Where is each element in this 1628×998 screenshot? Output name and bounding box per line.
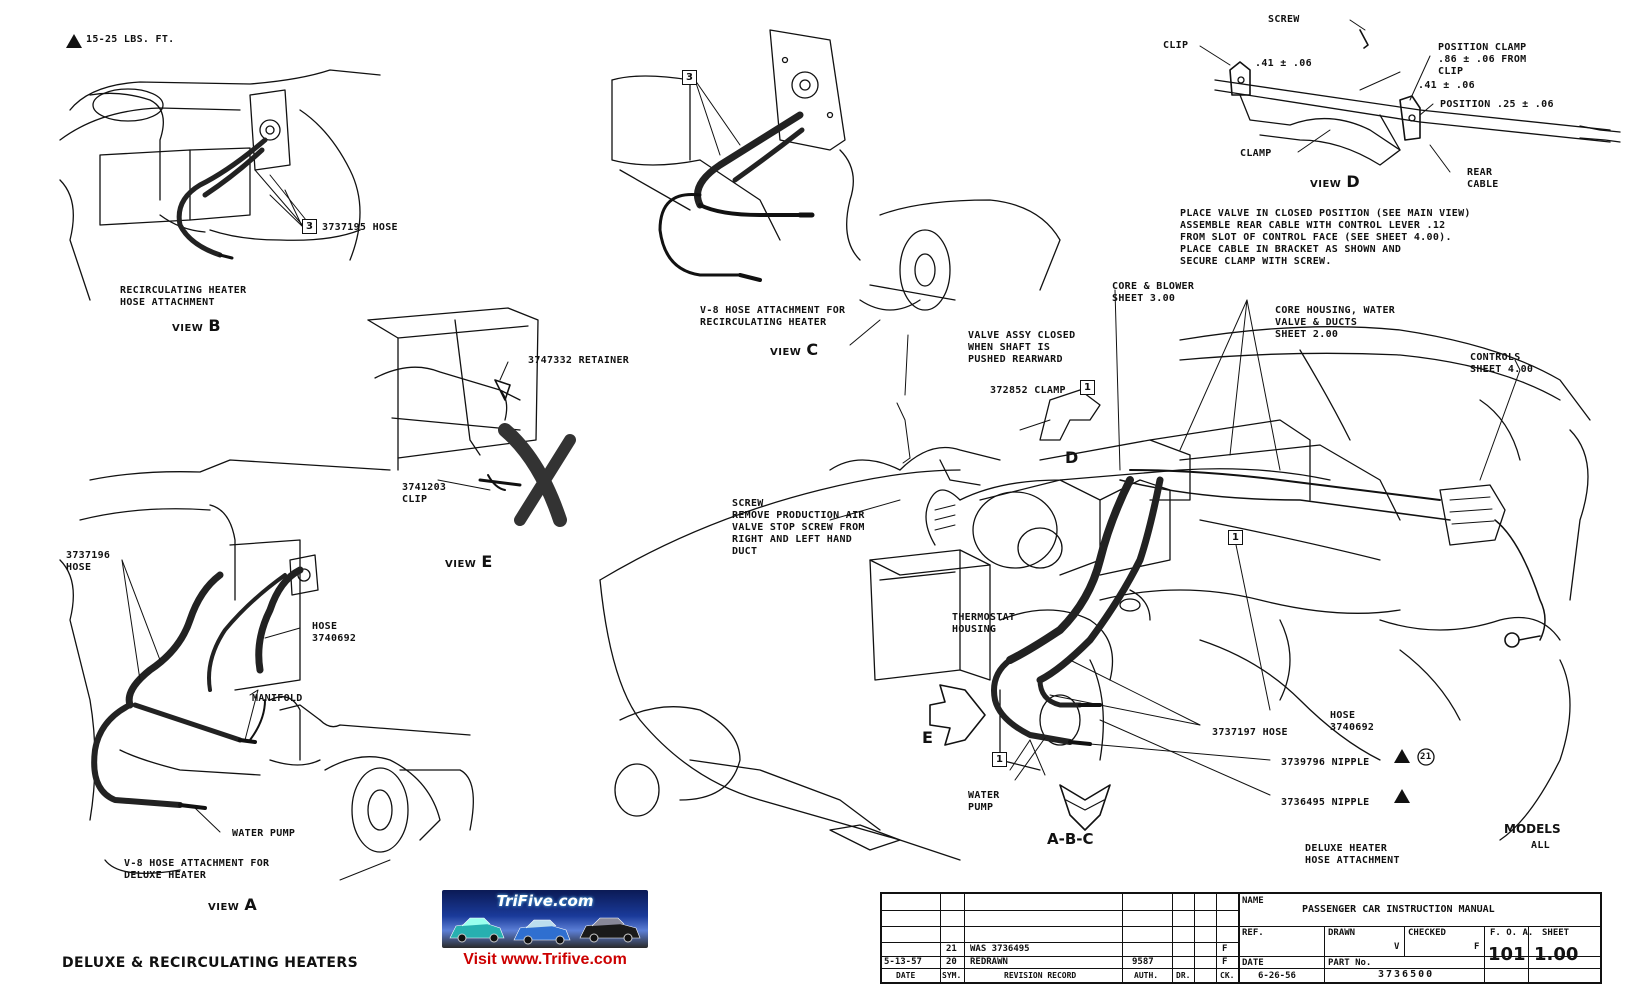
rev-ck: F bbox=[1222, 957, 1228, 967]
arrow-abc-label: A-B-C bbox=[1047, 830, 1094, 848]
screw-label: SCREW bbox=[1268, 14, 1300, 25]
hose-label: 3737196 HOSE bbox=[66, 550, 111, 573]
rev-header-dr: DR. bbox=[1176, 971, 1191, 980]
logo-title: TriFive.com bbox=[496, 892, 594, 910]
ref-box: 1 bbox=[1080, 380, 1095, 395]
view-caption: RECIRCULATING HEATER HOSE ATTACHMENT bbox=[120, 285, 247, 308]
nipple-label: 3736495 NIPPLE bbox=[1281, 797, 1370, 808]
rev-record: WAS 3736495 bbox=[970, 944, 1030, 954]
instructions-note: PLACE VALVE IN CLOSED POSITION (SEE MAIN… bbox=[1180, 208, 1471, 267]
screw-note: SCREW REMOVE PRODUCTION AIR VALVE STOP S… bbox=[732, 498, 865, 557]
ref-box: 3 bbox=[302, 219, 317, 234]
position-label: POSITION .25 ± .06 bbox=[1440, 99, 1554, 110]
car-silhouettes-icon bbox=[449, 917, 641, 945]
controls-label: CONTROLS SHEET 4.00 bbox=[1470, 352, 1534, 375]
hose-label: 3737197 HOSE bbox=[1212, 727, 1288, 738]
water-pump-label: WATER PUMP bbox=[232, 828, 296, 839]
thermostat-label: THERMOSTAT HOUSING bbox=[952, 612, 1016, 635]
tb-checked-value: F bbox=[1474, 942, 1480, 952]
tb-sheet-value: 1.00 bbox=[1534, 944, 1579, 965]
clip-label: 3741203 CLIP bbox=[402, 482, 447, 505]
tb-part-value: 3736500 bbox=[1378, 969, 1435, 980]
position-clamp-label: POSITION CLAMP .86 ± .06 FROM CLIP bbox=[1438, 42, 1527, 77]
tb-foa-value: 101 bbox=[1488, 944, 1526, 965]
tb-name-value: PASSENGER CAR INSTRUCTION MANUAL bbox=[1302, 904, 1495, 915]
logo-image: TriFive.com bbox=[442, 890, 648, 948]
arrow-e-label: E bbox=[922, 728, 933, 747]
hose-label: 3737195 HOSE bbox=[322, 222, 398, 233]
rev-header-sym: SYM. bbox=[942, 971, 962, 980]
ref-box: 1 bbox=[1228, 530, 1243, 545]
clip-label: CLIP bbox=[1163, 40, 1189, 51]
rev-ck: F bbox=[1222, 944, 1228, 954]
view-c-drawing bbox=[611, 29, 1061, 346]
logo-visit-link[interactable]: Visit www.Trifive.com bbox=[463, 951, 627, 968]
tb-date-value: 6-26-56 bbox=[1258, 971, 1296, 981]
view-e-drawing bbox=[367, 307, 576, 527]
clamp-label: CLAMP bbox=[1240, 148, 1272, 159]
arrow-d-label: D bbox=[1065, 448, 1079, 467]
view-caption: V-8 HOSE ATTACHMENT FOR RECIRCULATING HE… bbox=[700, 305, 846, 328]
tb-ref-label: REF. bbox=[1242, 928, 1264, 938]
hose-label: HOSE 3740692 bbox=[312, 621, 357, 644]
models-value: ALL bbox=[1531, 840, 1550, 851]
rev-header-auth: AUTH. bbox=[1134, 971, 1159, 980]
water-pump-label: WATER PUMP bbox=[968, 790, 1000, 813]
rear-cable-label: REAR CABLE bbox=[1467, 167, 1499, 190]
dimension-label: .41 ± .06 bbox=[1255, 58, 1312, 69]
main-view-caption: DELUXE HEATER HOSE ATTACHMENT bbox=[1305, 843, 1400, 866]
torque-note: 15-25 LBS. FT. bbox=[86, 34, 175, 45]
tb-checked-label: CHECKED bbox=[1408, 928, 1446, 938]
view-caption: V-8 HOSE ATTACHMENT FOR DELUXE HEATER bbox=[124, 858, 270, 881]
tb-part-label: PART No. bbox=[1328, 958, 1372, 968]
leader-lines bbox=[121, 19, 1451, 833]
tb-drawn-label: DRAWN bbox=[1328, 928, 1356, 938]
clamp-label: 372852 CLAMP bbox=[990, 385, 1066, 396]
rev-date: 5-13-57 bbox=[884, 957, 922, 967]
trifive-logo[interactable]: TriFive.com Visit www.Trifive.com bbox=[442, 890, 648, 970]
tb-foa-label: F. O. A. bbox=[1490, 928, 1534, 938]
ref-box: 1 bbox=[992, 752, 1007, 767]
rev-header-date: DATE bbox=[896, 971, 916, 980]
nipple-label: 3739796 NIPPLE bbox=[1281, 757, 1370, 768]
view-b-drawing bbox=[59, 69, 381, 301]
view-a-drawing bbox=[59, 459, 474, 881]
tb-sheet-label: SHEET bbox=[1542, 928, 1570, 938]
tb-drawn-value: V bbox=[1394, 942, 1400, 952]
title-block: NAME PASSENGER CAR INSTRUCTION MANUAL RE… bbox=[880, 892, 1602, 984]
rev-record: REDRAWN bbox=[970, 957, 1008, 967]
dimension-label: .41 ± .06 bbox=[1418, 80, 1475, 91]
models-label: MODELS bbox=[1504, 822, 1561, 836]
core-housing-label: CORE HOUSING, WATER VALVE & DUCTS SHEET … bbox=[1275, 305, 1396, 340]
main-view-drawing bbox=[599, 289, 1591, 861]
retainer-label: 3747332 RETAINER bbox=[528, 355, 630, 366]
hose-label: HOSE 3740692 bbox=[1330, 710, 1375, 733]
rev-header-ck: CK. bbox=[1220, 971, 1235, 980]
torque-triangle-icon bbox=[66, 34, 82, 48]
rev-sym: 21 bbox=[946, 944, 957, 954]
tb-date-label: DATE bbox=[1242, 958, 1264, 968]
rev-auth: 9587 bbox=[1132, 957, 1154, 967]
manifold-label: MANIFOLD bbox=[252, 693, 303, 704]
view-d-drawing bbox=[1214, 29, 1621, 166]
nipple-ref: 21 bbox=[1420, 752, 1432, 762]
ref-box: 3 bbox=[682, 70, 697, 85]
rev-sym: 20 bbox=[946, 957, 957, 967]
sheet-title: DELUXE & RECIRCULATING HEATERS bbox=[62, 955, 359, 971]
core-blower-label: CORE & BLOWER SHEET 3.00 bbox=[1112, 281, 1195, 304]
rev-header-record: REVISION RECORD bbox=[1004, 971, 1077, 980]
valve-assy-label: VALVE ASSY CLOSED WHEN SHAFT IS PUSHED R… bbox=[968, 330, 1076, 365]
tb-name-label: NAME bbox=[1242, 896, 1264, 906]
